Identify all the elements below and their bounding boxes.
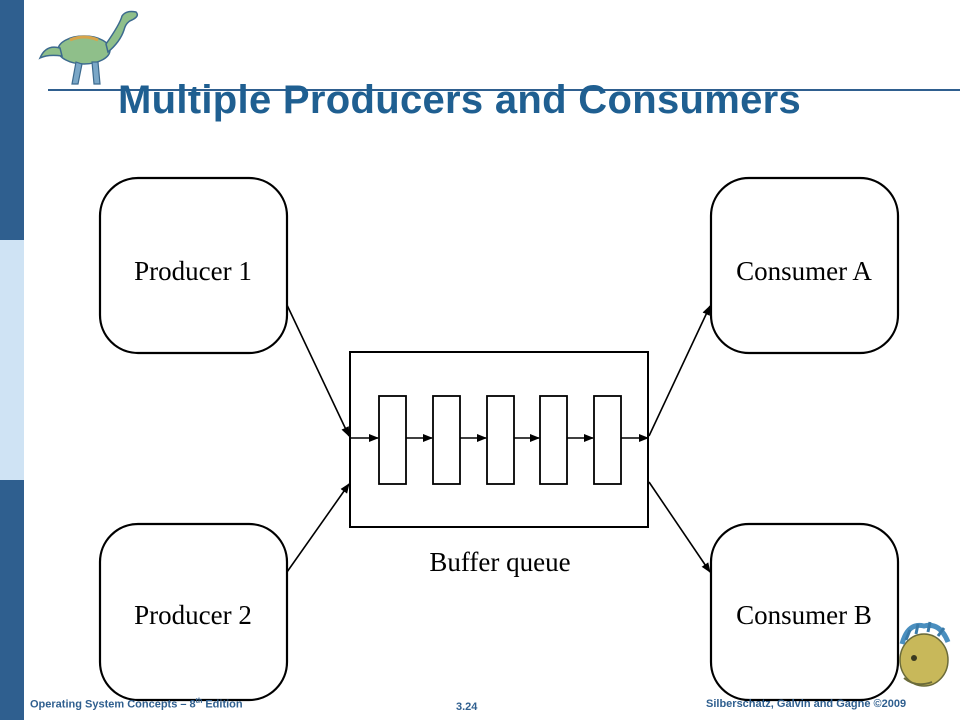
producer-2-label: Producer 2 [134, 600, 252, 630]
title-rule [48, 89, 960, 91]
sidebar-band-bottom [0, 480, 24, 720]
producer-to-buffer-arrow [286, 483, 350, 573]
footer-edition-sup: th [195, 698, 203, 705]
buffer-slot [486, 395, 515, 485]
consumer-node: Consumer B [709, 522, 900, 702]
dinosaur-icon [899, 621, 951, 687]
sidebar-band-top [0, 0, 24, 240]
dinosaur-icon [38, 10, 139, 85]
page-number: 3.24 [456, 701, 478, 713]
buffer-slot [378, 395, 407, 485]
footer-edition-suffix: Edition [202, 698, 243, 711]
buffer-to-consumer-arrow [648, 305, 711, 437]
buffer-queue-label: Buffer queue [429, 547, 570, 577]
consumer-a-label: Consumer A [736, 256, 872, 286]
producer-node: Producer 2 [98, 522, 289, 702]
producer-node: Producer 1 [98, 176, 289, 355]
sidebar-band-middle [0, 240, 24, 480]
footer-course-text: Operating System Concepts – 8 [30, 698, 196, 711]
producer-to-buffer-arrow [286, 304, 350, 437]
buffer-slot [539, 395, 568, 485]
consumer-node: Consumer A [709, 176, 900, 355]
slide-title: Multiple Producers and Consumers [118, 78, 802, 122]
producer-1-label: Producer 1 [134, 256, 252, 286]
consumer-b-label: Consumer B [736, 600, 872, 630]
buffer-slot [432, 395, 461, 485]
footer-copyright: Silberschatz, Galvin and Gagne ©2009 [706, 698, 907, 710]
buffer-slot [593, 395, 622, 485]
footer-course: Operating System Concepts – 8th Edition [30, 698, 243, 711]
buffer-to-consumer-arrow [648, 481, 711, 573]
